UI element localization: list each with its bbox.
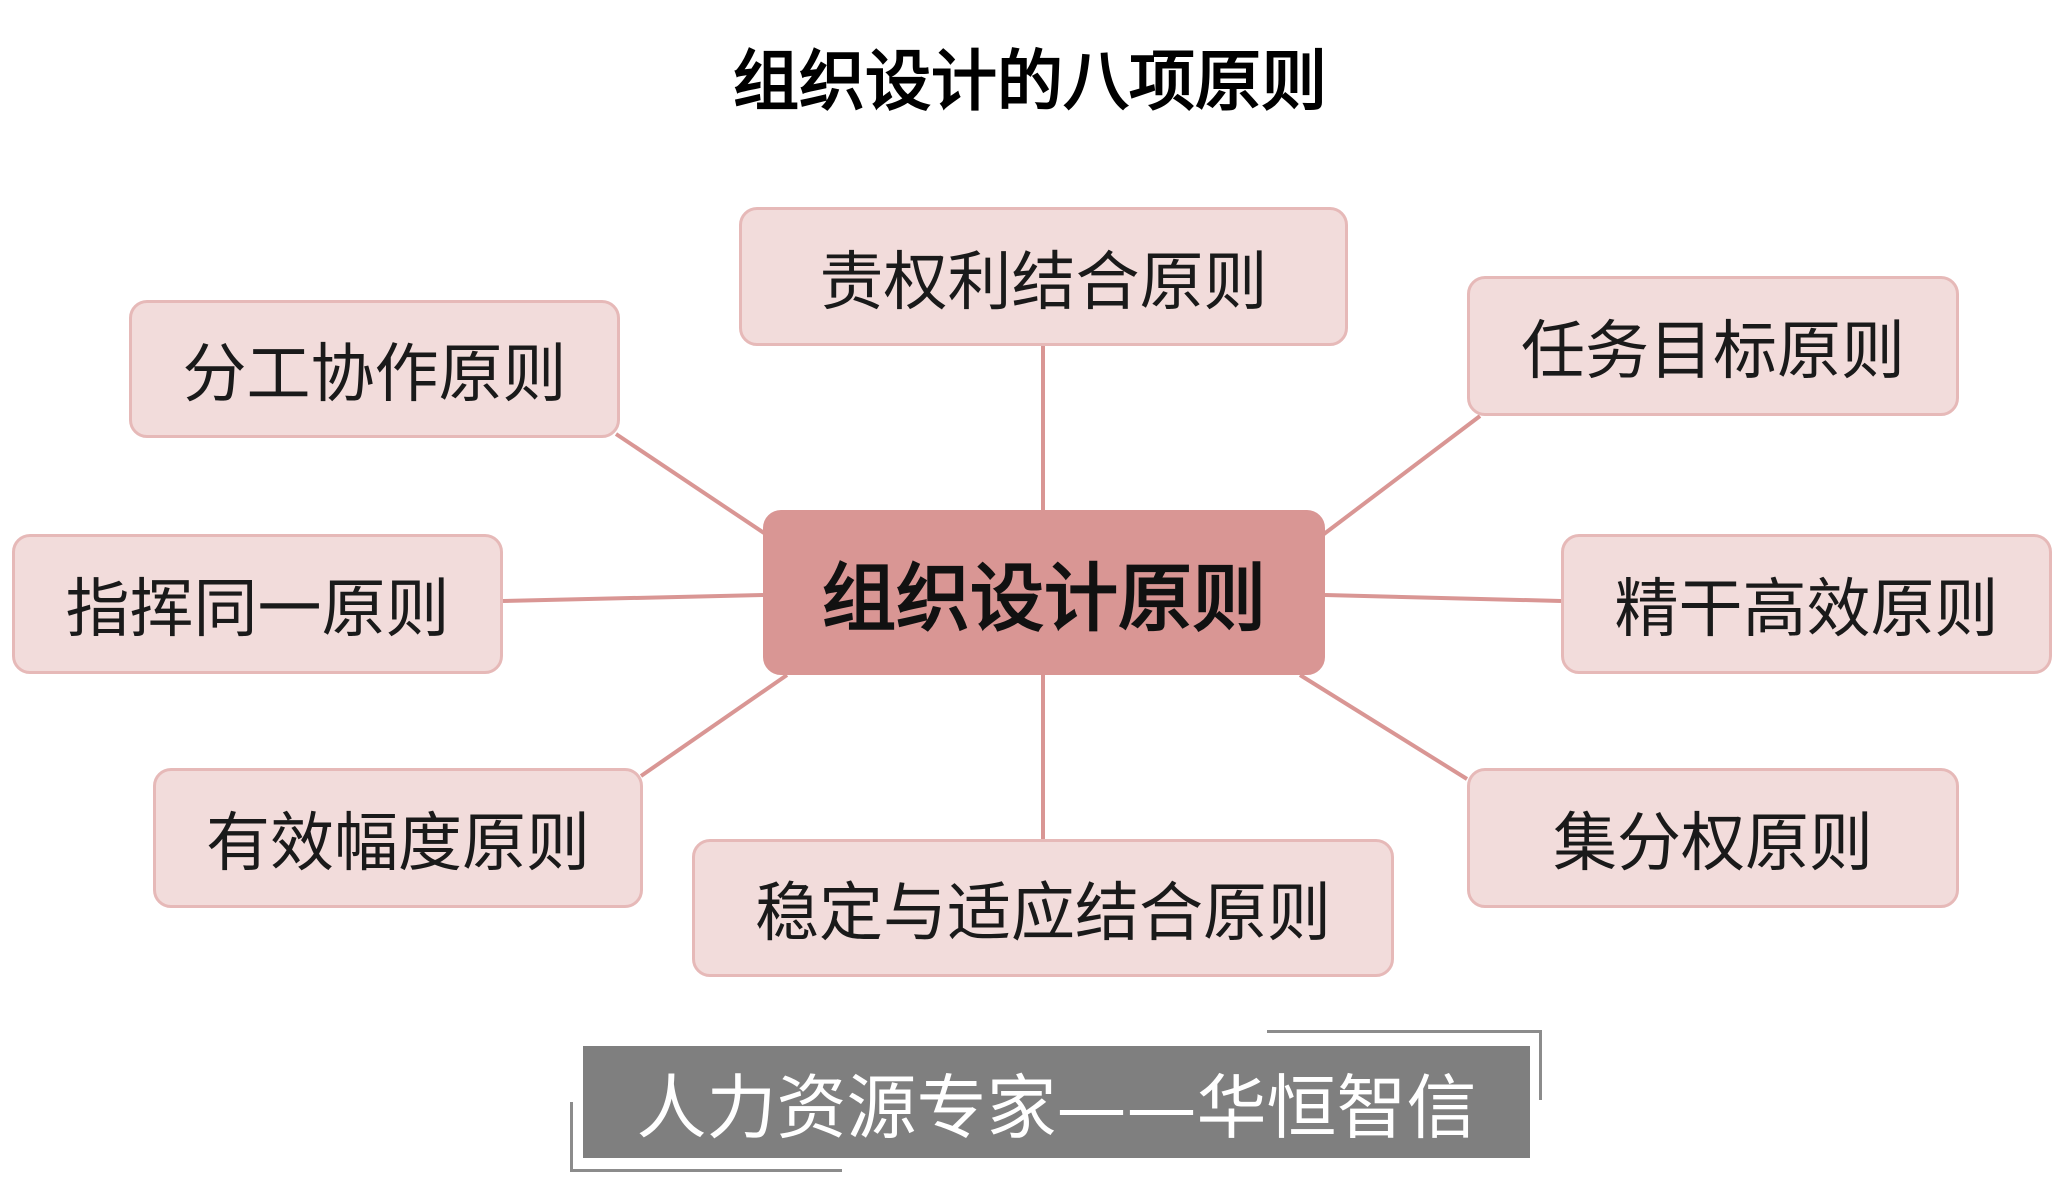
banner-corner-bottom-left	[570, 1169, 842, 1172]
node-bottom: 稳定与适应结合原则	[692, 839, 1394, 977]
banner-corner-left	[570, 1102, 573, 1172]
connector-upper-left	[614, 432, 772, 539]
node-right: 精干高效原则	[1561, 534, 2052, 674]
banner-corner-top-right	[1267, 1030, 1542, 1033]
node-top: 责权利结合原则	[739, 207, 1348, 346]
connector-lower-right	[1298, 673, 1469, 781]
node-lower-right: 集分权原则	[1467, 768, 1959, 908]
connector-left	[502, 593, 764, 603]
center-node: 组织设计原则	[763, 510, 1325, 675]
node-upper-right: 任务目标原则	[1467, 276, 1959, 416]
footer-banner: 人力资源专家——华恒智信	[583, 1046, 1530, 1158]
node-lower-left: 有效幅度原则	[153, 768, 643, 908]
connector-upper-right	[1318, 414, 1482, 539]
connector-right	[1324, 593, 1562, 603]
connector-lower-left	[639, 673, 789, 778]
node-left: 指挥同一原则	[12, 534, 503, 674]
diagram-title: 组织设计的八项原则	[733, 43, 1327, 120]
node-upper-left: 分工协作原则	[129, 300, 620, 438]
banner-corner-right	[1539, 1030, 1542, 1100]
